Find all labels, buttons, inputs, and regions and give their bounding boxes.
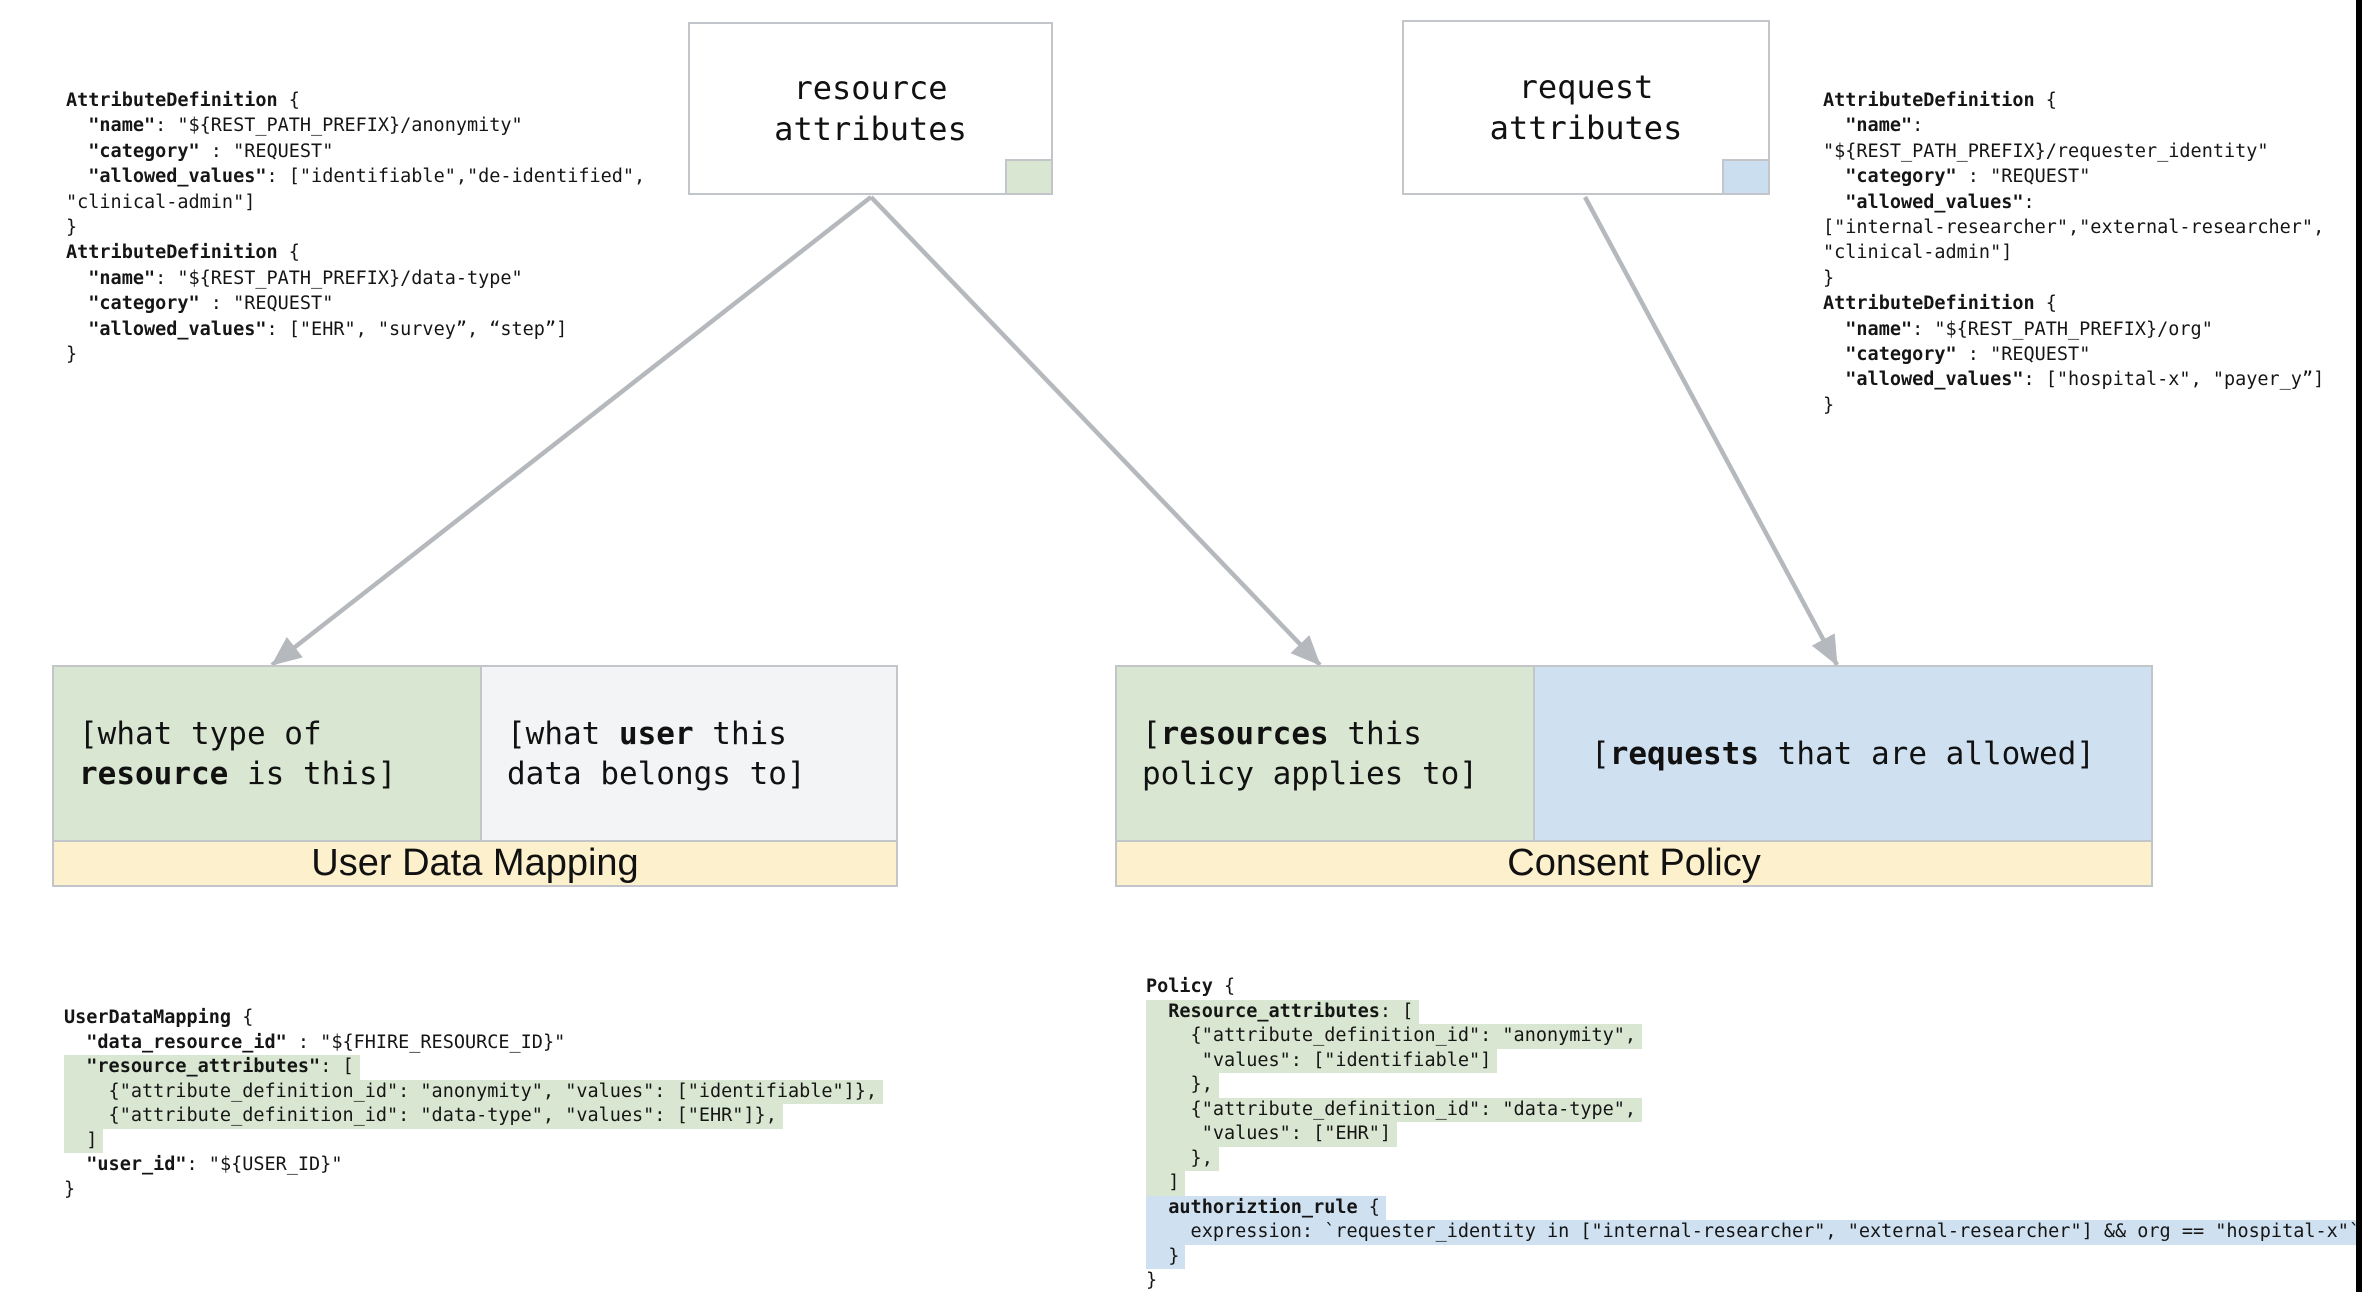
resource-green-chip xyxy=(1005,159,1053,195)
udm-title-band: User Data Mapping xyxy=(54,840,896,885)
arrow-request-to-consent-policy xyxy=(1583,195,1839,667)
cp-requests-cell: [requests that are allowed] xyxy=(1533,667,2151,840)
cp-title-band: Consent Policy xyxy=(1117,840,2151,885)
policy-code: Policy { Resource_attributes: [ {"attrib… xyxy=(1146,975,2362,1294)
attribute-definition-right-code: AttributeDefinition { "name":"${REST_PAT… xyxy=(1823,90,2325,416)
user-data-mapping-code: UserDataMapping { "data_resource_id" : "… xyxy=(64,1006,884,1202)
right-edge-line xyxy=(2356,0,2362,1292)
attribute-definition-left-code: AttributeDefinition { "name": "${REST_PA… xyxy=(66,90,646,365)
request-blue-chip xyxy=(1722,159,1770,195)
arrow-resource-to-consent-policy xyxy=(869,195,1322,667)
